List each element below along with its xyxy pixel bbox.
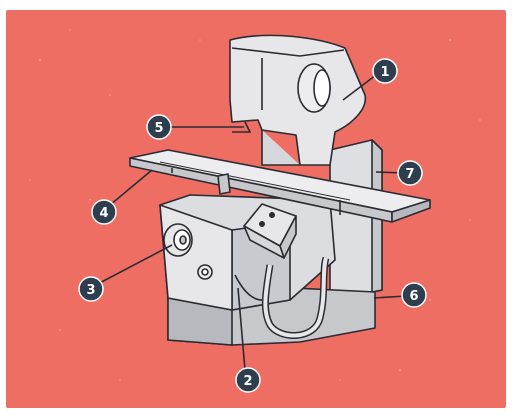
callout-number: 1 [380,65,389,80]
callout-1: 1 [373,59,397,83]
callout-number: 7 [405,167,414,182]
callout-number: 5 [154,121,163,136]
callout-4: 4 [92,200,116,224]
handwheel [164,224,192,256]
callout-2: 2 [236,368,260,392]
callout-6: 6 [402,283,426,307]
leader-line-3 [92,245,172,287]
callout-number: 3 [86,283,95,298]
callout-5: 5 [147,115,171,139]
callout-3: 3 [79,277,103,301]
overarm-head [230,35,365,165]
leader-line-6 [374,296,406,298]
callout-number: 6 [409,289,418,304]
callout-number: 4 [99,206,108,221]
callout-number: 2 [243,374,252,389]
callout-7: 7 [398,161,422,185]
